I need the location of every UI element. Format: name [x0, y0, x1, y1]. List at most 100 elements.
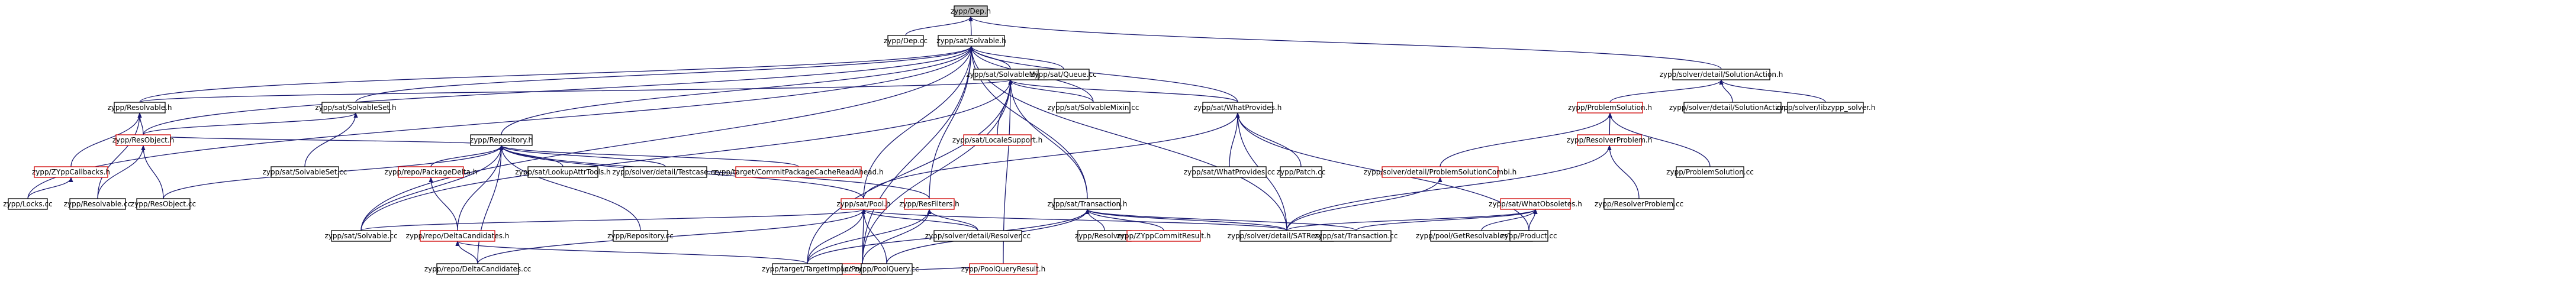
graph-node[interactable]: zypp/ResFilters.h — [899, 198, 959, 210]
node-box[interactable] — [398, 166, 464, 178]
graph-node[interactable]: zypp/repo/DeltaCandidates.h — [406, 230, 510, 242]
node-box[interactable] — [933, 230, 1022, 242]
node-box[interactable] — [436, 263, 519, 275]
node-box[interactable] — [841, 198, 887, 210]
graph-node[interactable]: zypp/Repository.h — [470, 134, 533, 146]
graph-node[interactable]: zypp/sat/Pool.h — [836, 198, 891, 210]
dependency-edge — [97, 112, 142, 199]
graph-node[interactable]: zypp/sat/WhatObsoletes.h — [1489, 198, 1582, 210]
graph-node[interactable]: zypp/solver/detail/SolutionAction.cc — [1669, 102, 1796, 114]
node-box[interactable] — [904, 198, 955, 210]
node-box[interactable] — [623, 166, 707, 178]
graph-node[interactable]: zypp/repo/PackageDelta.h — [385, 166, 478, 178]
node-box[interactable] — [1683, 102, 1782, 114]
graph-node[interactable]: zypp/Resolvable.cc — [64, 198, 132, 210]
graph-node[interactable]: zypp/ResolverProblem.cc — [1595, 198, 1683, 210]
node-label: zypp/Product.cc — [1500, 232, 1557, 240]
node-box[interactable] — [1202, 102, 1273, 114]
node-label: zypp/sat/Solvable.cc — [324, 232, 397, 240]
node-box[interactable] — [527, 166, 598, 178]
node-box[interactable] — [861, 263, 913, 275]
node-box[interactable] — [1056, 102, 1131, 114]
graph-node[interactable]: zypp/target/TargetImpl.cc — [762, 263, 853, 275]
graph-node[interactable]: zypp/sat/Transaction.cc — [1315, 230, 1398, 242]
graph-node[interactable]: zypp/Product.cc — [1500, 230, 1557, 242]
node-box[interactable] — [735, 166, 862, 178]
graph-node[interactable]: zypp/solver/detail/SATResolver.cc — [1228, 230, 1347, 242]
node-label: zypp/repo/DeltaCandidates.cc — [424, 265, 531, 273]
graph-node[interactable]: zypp/sat/SolvableMixin.cc — [1048, 102, 1139, 114]
node-box[interactable] — [321, 102, 390, 114]
node-box[interactable] — [954, 5, 988, 17]
dependency-edge — [360, 209, 866, 231]
graph-node[interactable]: zypp/ResObject.h — [112, 134, 175, 146]
graph-node[interactable]: zypp/sat/Solvable.h — [936, 35, 1006, 47]
node-box[interactable] — [1192, 166, 1267, 178]
graph-node[interactable]: zypp/PoolQueryResult.h — [961, 263, 1045, 275]
node-box[interactable] — [114, 102, 166, 114]
graph-node[interactable]: zypp/solver/libzypp_solver.h — [1776, 102, 1876, 114]
graph-node[interactable]: zypp/ZYppCallbacks.h — [32, 166, 110, 178]
node-box[interactable] — [963, 134, 1032, 146]
graph-node[interactable]: zypp/ResolverProblem.h — [1567, 134, 1653, 146]
graph-node[interactable]: zypp/sat/LocaleSupport.h — [952, 134, 1042, 146]
graph-node[interactable]: zypp/sat/Queue.cc — [1031, 69, 1097, 80]
graph-node[interactable]: zypp/PoolQuery.cc — [854, 263, 919, 275]
dependency-edge — [499, 145, 666, 167]
node-box[interactable] — [887, 35, 924, 47]
graph-node[interactable]: zypp/ResObject.cc — [131, 198, 196, 210]
node-box[interactable] — [136, 198, 191, 210]
node-box[interactable] — [1126, 230, 1201, 242]
graph-node[interactable]: zypp/Dep.cc — [884, 35, 928, 47]
graph-node[interactable]: zypp/sat/Solvable.cc — [324, 230, 398, 242]
node-box[interactable] — [1672, 69, 1770, 80]
node-box[interactable] — [1577, 102, 1643, 114]
graph-node[interactable]: zypp/ProblemSolution.h — [1568, 102, 1652, 114]
graph-node[interactable]: zypp/Dep.h — [951, 5, 991, 17]
node-box[interactable] — [613, 230, 668, 242]
graph-node[interactable]: zypp/sat/WhatProvides.h — [1194, 102, 1282, 114]
node-box[interactable] — [938, 35, 1005, 47]
node-box[interactable] — [34, 166, 108, 178]
graph-node[interactable]: zypp/solver/detail/Testcase.cc — [612, 166, 719, 178]
node-box[interactable] — [8, 198, 48, 210]
node-box[interactable] — [115, 134, 171, 146]
node-box[interactable] — [1038, 69, 1090, 80]
graph-node[interactable]: zypp/target/CommitPackageCacheReadAhead.… — [713, 166, 884, 178]
graph-node[interactable]: zypp/solver/detail/ProblemSolutionCombi.… — [1364, 166, 1517, 178]
graph-node[interactable]: zypp/Patch.cc — [1277, 166, 1326, 178]
node-box[interactable] — [69, 198, 126, 210]
graph-node[interactable]: zypp/ZYppCommitResult.h — [1116, 230, 1211, 242]
graph-node[interactable]: zypp/sat/Transaction.h — [1047, 198, 1128, 210]
node-box[interactable] — [271, 166, 339, 178]
node-box[interactable] — [1280, 166, 1322, 178]
node-box[interactable] — [1603, 198, 1675, 210]
node-box[interactable] — [1509, 230, 1548, 242]
node-box[interactable] — [1382, 166, 1499, 178]
graph-node[interactable]: zypp/Locks.cc — [3, 198, 53, 210]
node-box[interactable] — [420, 230, 495, 242]
graph-node[interactable]: zypp/Repository.cc — [607, 230, 674, 242]
node-box[interactable] — [1500, 198, 1571, 210]
graph-node[interactable]: zypp/sat/WhatProvides.cc — [1184, 166, 1275, 178]
node-box[interactable] — [470, 134, 533, 146]
graph-node[interactable]: zypp/ProblemSolution.cc — [1666, 166, 1754, 178]
node-box[interactable] — [331, 230, 391, 242]
graph-node[interactable]: zypp/sat/SolvableSet.h — [315, 102, 397, 114]
graph-node[interactable]: zypp/sat/SolvableSet.cc — [263, 166, 347, 178]
node-box[interactable] — [969, 263, 1038, 275]
node-box[interactable] — [1577, 134, 1642, 146]
node-box[interactable] — [1054, 198, 1121, 210]
graph-node[interactable]: zypp/repo/DeltaCandidates.cc — [424, 263, 531, 275]
node-box[interactable] — [1321, 230, 1392, 242]
node-box[interactable] — [1787, 102, 1864, 114]
graph-node[interactable]: zypp/solver/detail/SolutionAction.h — [1660, 69, 1783, 80]
graph-node[interactable]: zypp/sat/LookupAttrTools.h — [515, 166, 611, 178]
node-box[interactable] — [1676, 166, 1744, 178]
node-label: zypp/ResolverProblem.cc — [1595, 200, 1683, 208]
graph-node[interactable]: zypp/solver/detail/Resolver.cc — [925, 230, 1031, 242]
graph-node[interactable]: zypp/sat/SolvableMixin.h — [966, 69, 1055, 80]
graph-node[interactable]: zypp/Resolver.cc — [1075, 230, 1134, 242]
node-box[interactable] — [772, 263, 843, 275]
graph-node[interactable]: zypp/Resolvable.h — [108, 102, 172, 114]
